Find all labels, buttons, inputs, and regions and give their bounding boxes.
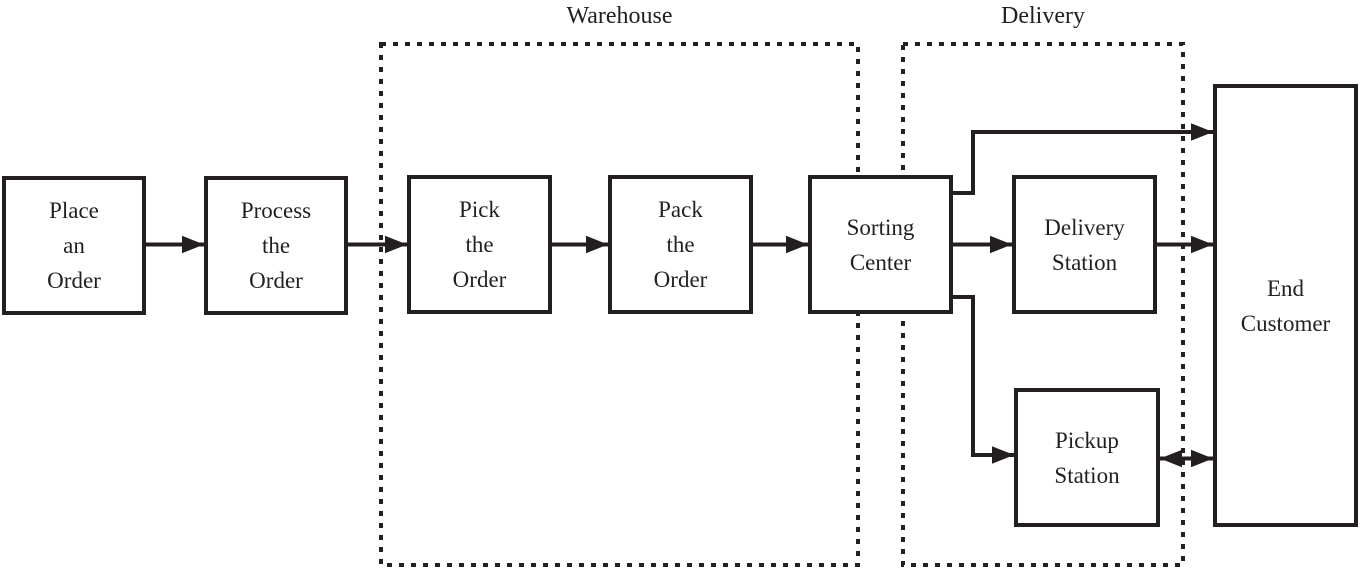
node-pack-order: Pack the Order (608, 175, 753, 314)
edge-sorting-to-pickup-station (953, 295, 1014, 464)
node-label: Process the Order (240, 198, 312, 293)
node-label: Sorting Center (846, 214, 915, 275)
warehouse-group-border (379, 42, 860, 567)
node-pickup-station: Pickup Station (1014, 388, 1160, 527)
node-process-order: Process the Order (204, 176, 348, 315)
node-sorting-center: Sorting Center (808, 175, 953, 314)
node-label: Place an Order (47, 198, 101, 293)
node-label: Pickup Station (1054, 427, 1120, 488)
node-label: End Customer (1240, 275, 1331, 336)
edge-sorting-to-end-customer (953, 123, 1213, 195)
delivery-group-border (901, 42, 1185, 567)
node-place-order: Place an Order (2, 176, 146, 315)
node-label: Pack the Order (653, 197, 708, 292)
node-label: Pick the Order (452, 197, 507, 292)
node-end-customer: End Customer (1213, 84, 1358, 527)
node-delivery-station: Delivery Station (1012, 175, 1157, 314)
delivery-group-label: Delivery (1001, 3, 1085, 29)
node-label: Delivery Station (1044, 214, 1125, 275)
warehouse-group-label: Warehouse (566, 3, 673, 29)
node-pick-order: Pick the Order (407, 175, 552, 314)
